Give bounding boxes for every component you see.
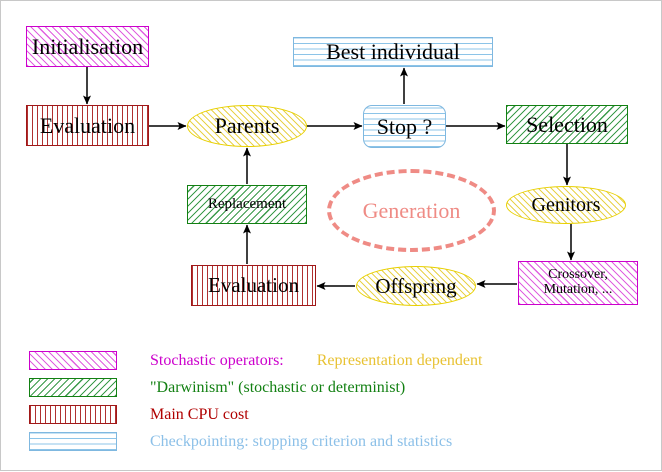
legend-swatch-magenta-hatch (29, 351, 117, 370)
node-parents[interactable]: Parents (187, 105, 307, 147)
node-genitors[interactable]: Genitors (506, 186, 626, 224)
legend-label-darwinism: "Darwinism" (stochastic or determinist) (150, 378, 406, 396)
node-selection[interactable]: Selection (506, 105, 628, 144)
legend-swatch-red-hatch (29, 405, 117, 424)
node-best-individual[interactable]: Best individual (293, 37, 493, 67)
legend-item-checkpointing: Checkpointing: stopping criterion and st… (29, 432, 452, 451)
node-crossover-mutation[interactable]: Crossover, Mutation, ... (518, 261, 638, 305)
legend-label-stochastic-operators: Stochastic operators: (150, 351, 284, 369)
legend-swatch-blue-hatch (29, 432, 117, 451)
node-initialisation[interactable]: Initialisation (26, 26, 149, 67)
legend-label-main-cpu-cost: Main CPU cost (150, 405, 249, 423)
annotation-generation-cycle: Generation (327, 169, 496, 252)
node-offspring[interactable]: Offspring (356, 266, 476, 306)
node-evaluation-top[interactable]: Evaluation (26, 105, 149, 146)
legend-item-main-cpu-cost: Main CPU cost (29, 405, 249, 424)
legend-label-checkpointing: Checkpointing: stopping criterion and st… (150, 432, 453, 450)
node-evaluation-bottom[interactable]: Evaluation (191, 265, 316, 306)
node-stop-decision[interactable]: Stop ? (363, 105, 446, 148)
legend-item-darwinism: "Darwinism" (stochastic or determinist) (29, 378, 405, 397)
legend-item-stochastic-operators: Stochastic operators: Representation dep… (29, 351, 482, 370)
legend-swatch-green-hatch (29, 378, 117, 397)
legend: Stochastic operators: Representation dep… (1, 341, 662, 461)
legend-label-representation-dependent: Representation dependent (316, 351, 483, 369)
node-replacement[interactable]: Replacement (187, 185, 307, 224)
